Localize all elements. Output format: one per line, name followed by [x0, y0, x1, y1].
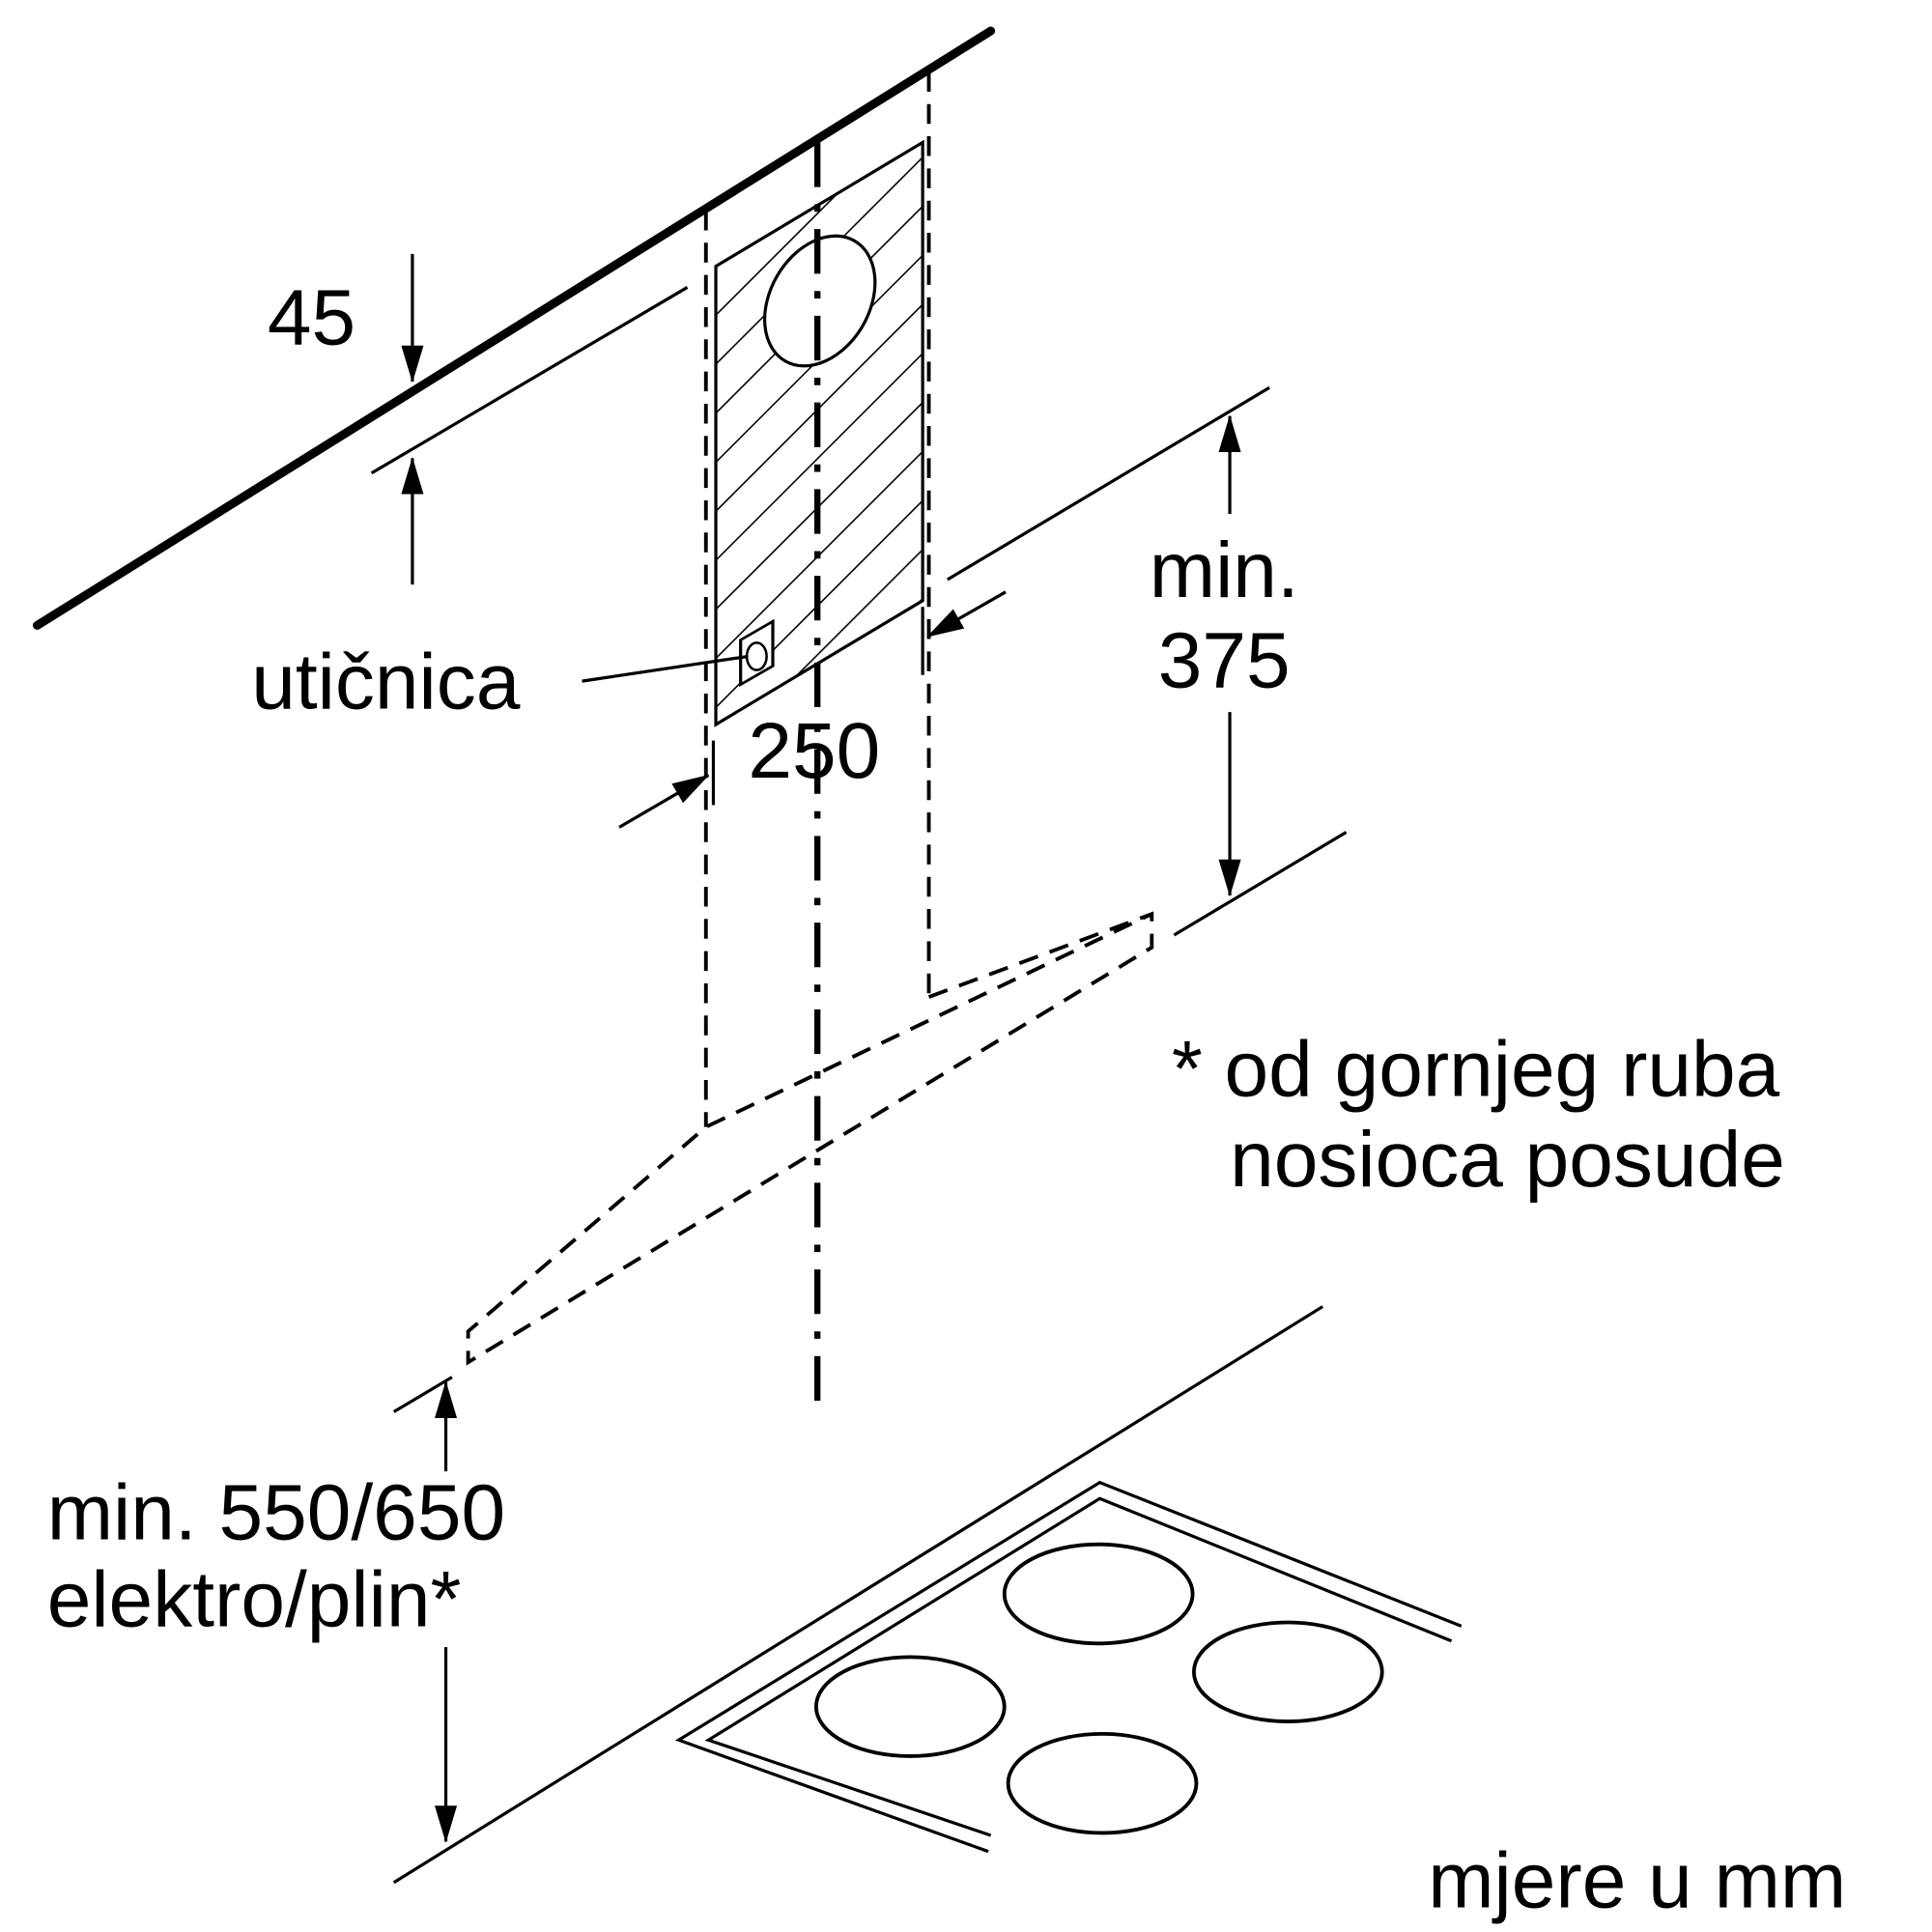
min550-label-line2: elektro/plin* [47, 1555, 462, 1643]
socket-icon [739, 618, 775, 688]
units-label: mjere u mm [1428, 1836, 1846, 1924]
burner-front [1006, 1731, 1199, 1835]
min550-label-line1: min. 550/650 [47, 1469, 505, 1557]
width-arrow-right [926, 590, 1007, 639]
ceiling-gap-label: 45 [268, 273, 355, 361]
ceiling-line [32, 26, 996, 630]
width-label: 250 [748, 707, 880, 795]
min375-top-line [946, 385, 1270, 582]
note-line1: * od gornjeg ruba [1172, 1026, 1780, 1114]
min375-label-line2: 375 [1158, 617, 1291, 705]
min375-label-line1: min. [1150, 526, 1299, 614]
burner-back [1002, 1542, 1195, 1646]
socket-label: utičnica [251, 638, 521, 725]
countertop-line [392, 1305, 1324, 1885]
hood-bottom-line [392, 1376, 453, 1413]
socket-leader-line [582, 654, 749, 683]
burner-right [1191, 1620, 1384, 1723]
hood-outline [466, 911, 1154, 1366]
burner-left [813, 1655, 1007, 1758]
cooktop-outer-edge [674, 1480, 1463, 1854]
note-line2: nosioca posude [1230, 1116, 1785, 1204]
cooktop-inner-edge [704, 1496, 1453, 1837]
width-arrow-left [618, 774, 710, 829]
min375-bottom-line [1173, 831, 1348, 937]
ceiling-offset-line [370, 286, 689, 475]
duct-opening [763, 234, 877, 368]
